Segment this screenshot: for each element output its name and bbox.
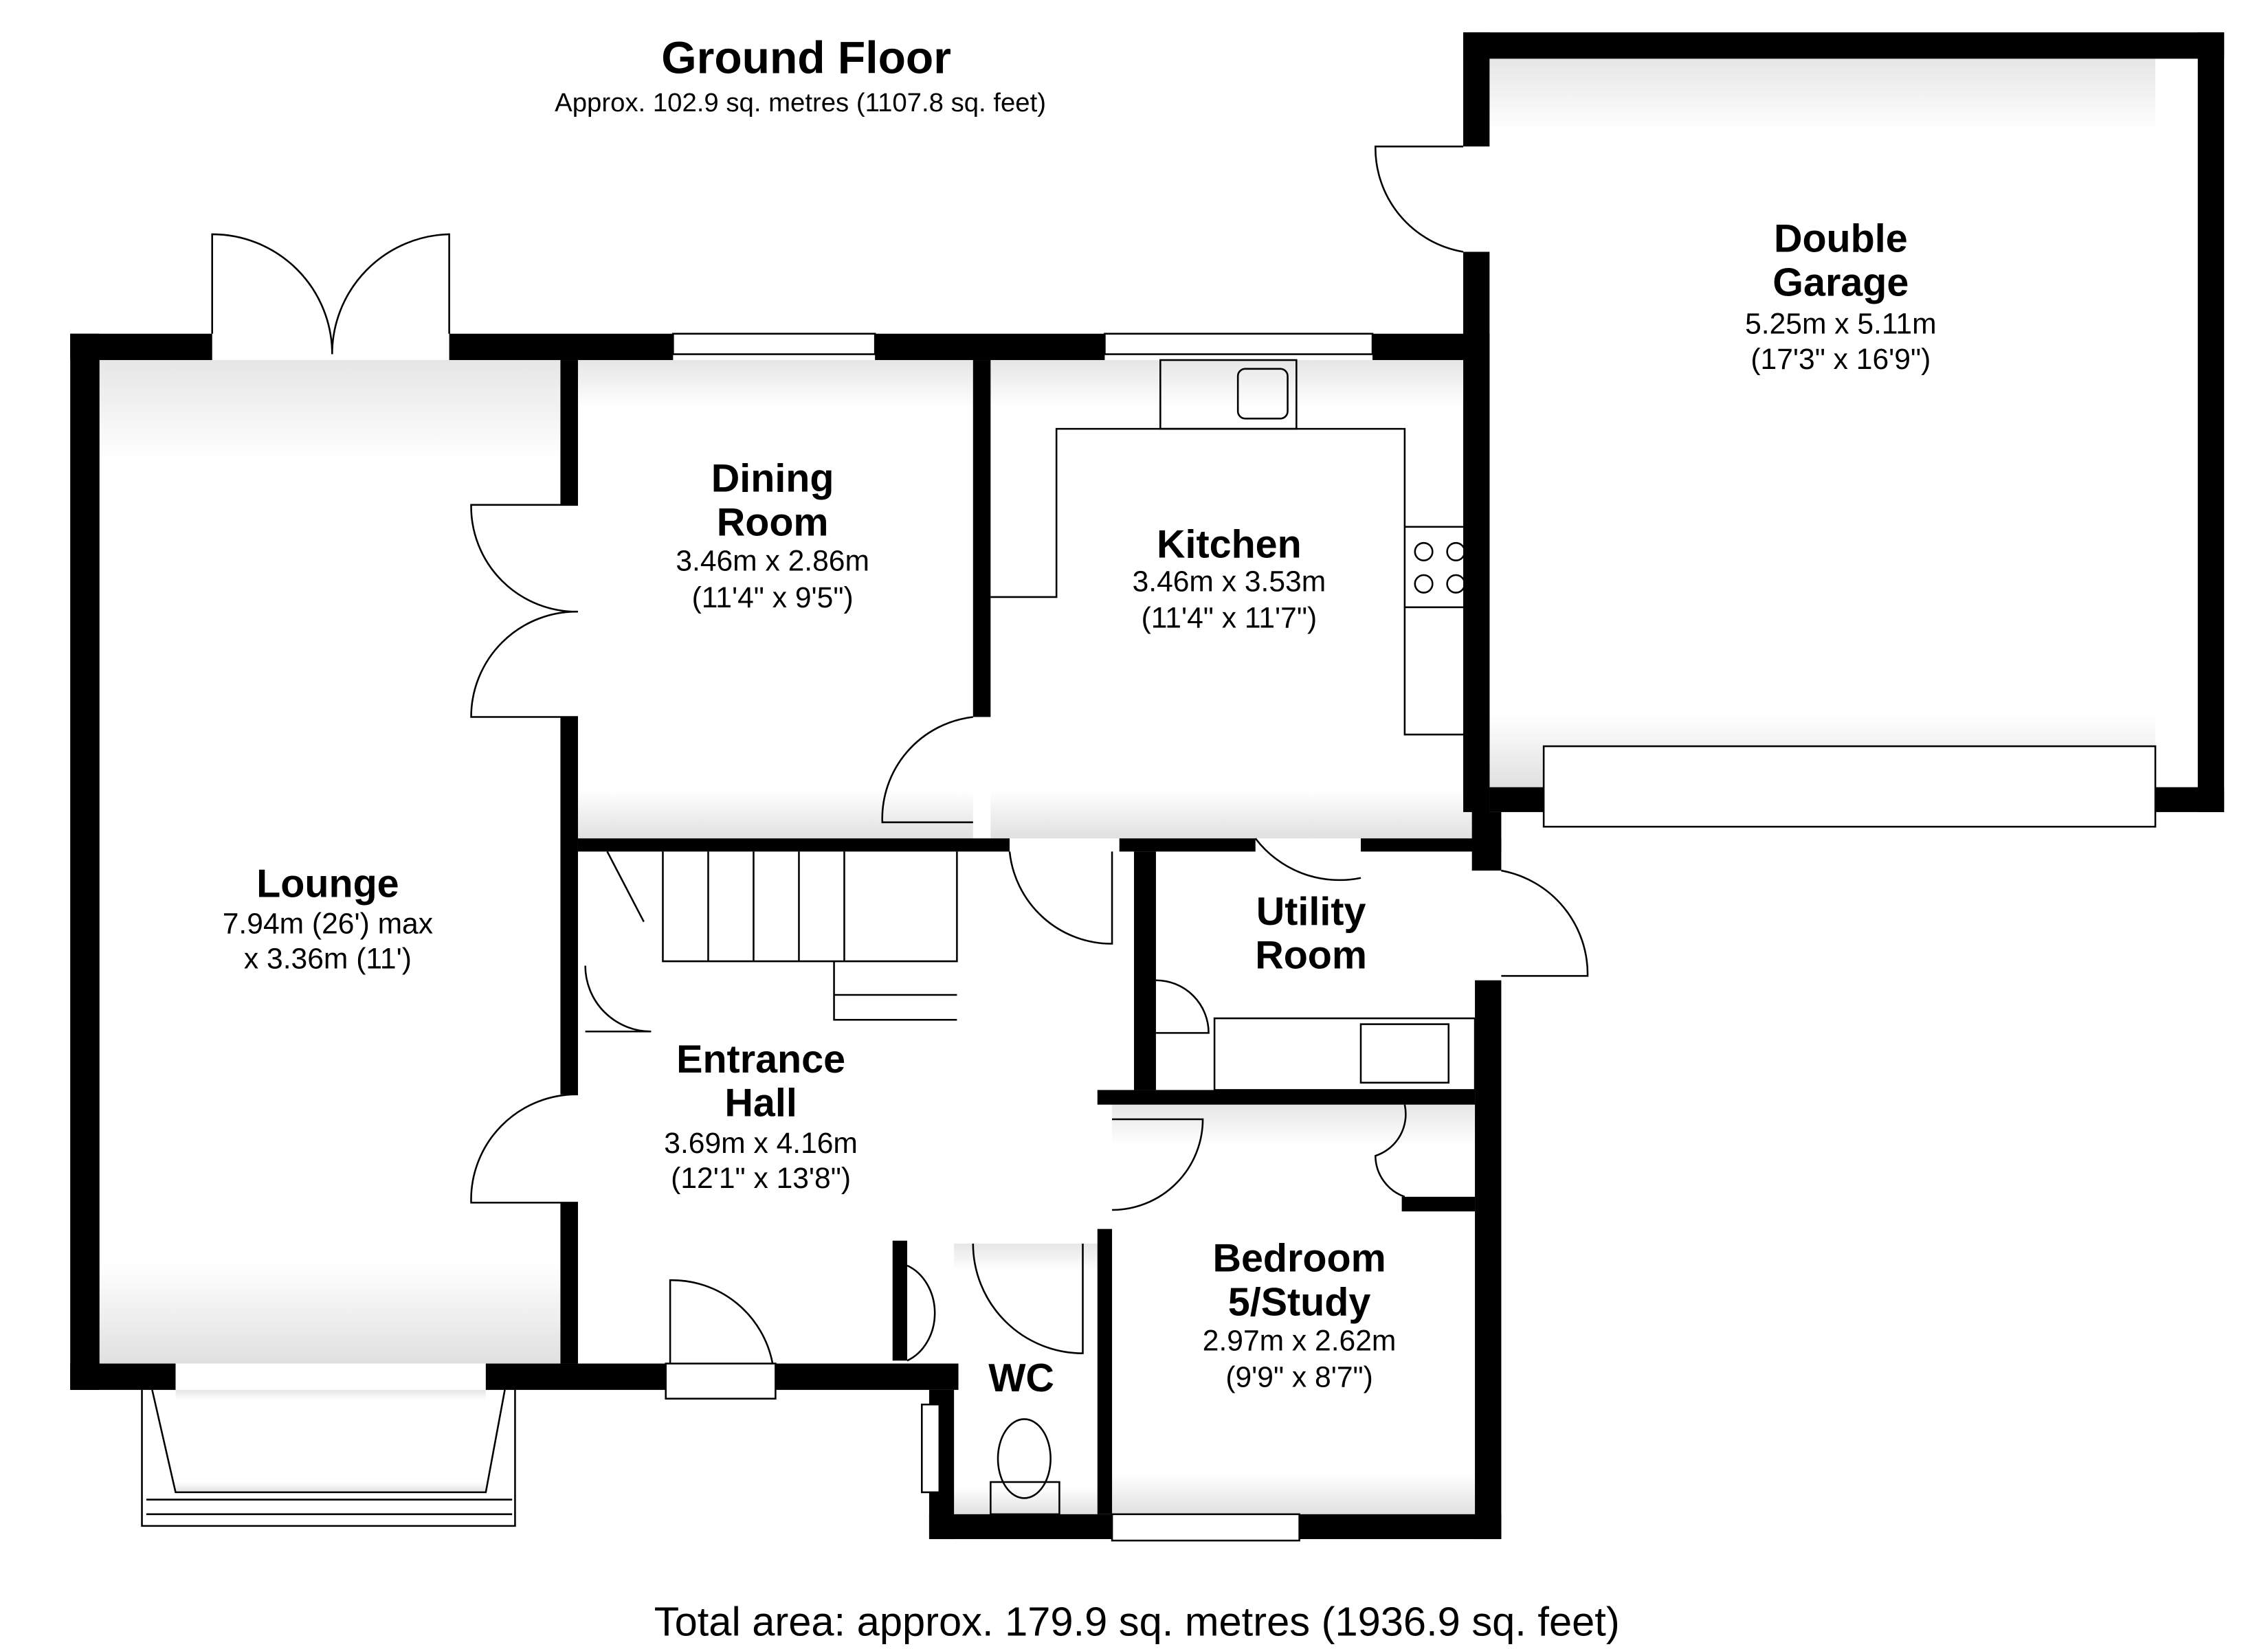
svg-text:5/Study: 5/Study: [1228, 1280, 1371, 1324]
room-label-kitchen: Kitchen 3.46m x 3.53m (11'4" x 11'7"): [1133, 522, 1326, 634]
svg-text:x 3.36m (11'): x 3.36m (11'): [244, 943, 412, 976]
walls: [70, 32, 2225, 1540]
doors: [211, 145, 1589, 1364]
svg-text:Room: Room: [717, 501, 829, 545]
svg-text:Garage: Garage: [1772, 260, 1909, 304]
room-label-dining: Dining Room 3.46m x 2.86m (11'4" x 9'5"): [676, 457, 869, 614]
svg-text:Dining: Dining: [711, 457, 834, 501]
room-label-wc: WC: [988, 1356, 1054, 1400]
svg-text:(17'3" x 16'9"): (17'3" x 16'9"): [1750, 343, 1931, 376]
svg-text:Entrance: Entrance: [676, 1037, 845, 1081]
svg-text:7.94m (26') max: 7.94m (26') max: [223, 908, 433, 941]
svg-text:2.97m x 2.62m: 2.97m x 2.62m: [1203, 1324, 1397, 1357]
room-floors: [99, 58, 2156, 1514]
floor-area: Approx. 102.9 sq. metres (1107.8 sq. fee…: [555, 88, 1046, 117]
room-label-utility: Utility Room: [1255, 890, 1367, 978]
fixtures: [606, 359, 1476, 1516]
svg-text:5.25m x 5.11m: 5.25m x 5.11m: [1745, 308, 1936, 341]
room-label-lounge: Lounge 7.94m (26') max x 3.36m (11'): [223, 862, 433, 975]
svg-text:(11'4" x 11'7"): (11'4" x 11'7"): [1142, 602, 1318, 635]
svg-text:Bedroom: Bedroom: [1212, 1236, 1386, 1280]
room-label-bedroom: Bedroom 5/Study 2.97m x 2.62m (9'9" x 8'…: [1203, 1236, 1397, 1393]
svg-text:3.46m x 3.53m: 3.46m x 3.53m: [1133, 565, 1326, 598]
svg-text:WC: WC: [988, 1356, 1054, 1400]
svg-text:Utility: Utility: [1256, 890, 1366, 934]
svg-text:Hall: Hall: [724, 1081, 797, 1125]
svg-text:Kitchen: Kitchen: [1157, 522, 1302, 566]
svg-text:Room: Room: [1255, 934, 1367, 978]
svg-text:Lounge: Lounge: [256, 862, 399, 906]
svg-text:(12'1" x 13'8"): (12'1" x 13'8"): [671, 1162, 851, 1195]
svg-text:3.69m x 4.16m: 3.69m x 4.16m: [664, 1127, 858, 1160]
windows: [141, 333, 2157, 1542]
room-label-garage: Double Garage 5.25m x 5.11m (17'3" x 16'…: [1745, 216, 1936, 375]
total-area: Total area: approx. 179.9 sq. metres (19…: [654, 1599, 1620, 1645]
room-label-hall: Entrance Hall 3.69m x 4.16m (12'1" x 13'…: [664, 1037, 858, 1195]
svg-text:(11'4" x 9'5"): (11'4" x 9'5"): [692, 581, 854, 614]
svg-text:Double: Double: [1774, 216, 1908, 260]
floor-title: Ground Floor: [661, 32, 951, 83]
svg-text:3.46m x 2.86m: 3.46m x 2.86m: [676, 545, 869, 578]
svg-text:(9'9" x 8'7"): (9'9" x 8'7"): [1225, 1361, 1373, 1394]
